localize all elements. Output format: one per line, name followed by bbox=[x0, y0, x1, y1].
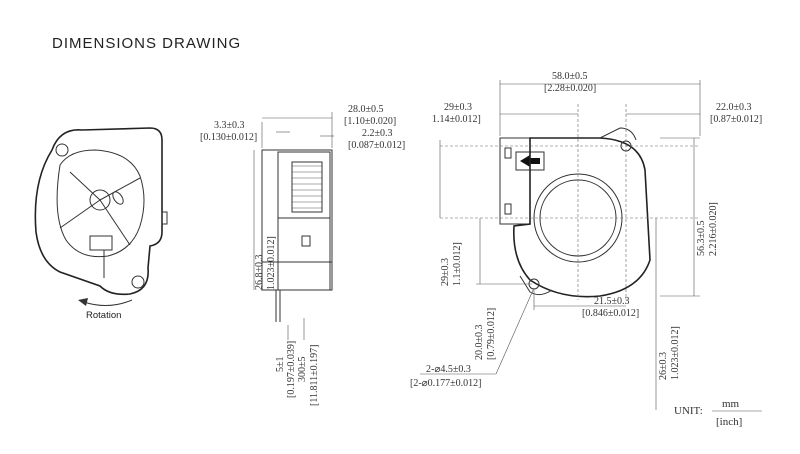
wire-a-dim: 5±1 bbox=[275, 357, 286, 373]
unit-numerator: mm bbox=[722, 398, 740, 410]
front-view: 58.0±0.5 [2.28±0.020] 29±0.3 1.14±0.012]… bbox=[410, 71, 762, 410]
side-tab-right-dim: 2.2±0.3 bbox=[362, 128, 393, 139]
wire-a-dim-inch: [0.197±0.039] bbox=[286, 341, 297, 398]
side-height-dim: 26.8±0.3 bbox=[254, 255, 265, 291]
hole-span-dim: 21.5±0.3 bbox=[594, 296, 630, 307]
side-width-dim: 28.0±0.5 bbox=[348, 104, 384, 115]
unit-denominator: [inch] bbox=[716, 416, 742, 428]
hole-x-dim: 22.0±0.3 bbox=[716, 102, 752, 113]
outline-view: Rotation bbox=[34, 127, 168, 321]
front-height-dim: 56.3±0.5 bbox=[696, 221, 707, 257]
front-width-dim: 58.0±0.5 bbox=[552, 71, 588, 82]
rotation-label: Rotation bbox=[86, 310, 121, 321]
side-tab-right-dim-inch: [0.087±0.012] bbox=[348, 140, 405, 151]
side-height-dim-inch: 1.023±0.012] bbox=[266, 236, 277, 290]
front-height-dim-inch: 2.216±0.020] bbox=[708, 202, 719, 256]
outlet-dim: 29±0.3 bbox=[444, 102, 472, 113]
side-tab-left-dim: 3.3±0.3 bbox=[214, 120, 245, 131]
rotation-arrow-icon bbox=[78, 298, 88, 306]
holes-dim-inch: [2-⌀0.177±0.012] bbox=[410, 378, 482, 389]
hole-bottom-dim-inch: 1.023±0.012] bbox=[670, 326, 681, 380]
outlet-height-dim: 29±0.3 bbox=[440, 258, 451, 286]
hole-y-dim-inch: [0.79±0.012] bbox=[486, 308, 497, 360]
unit-label: UNIT: bbox=[674, 405, 703, 417]
outlet-dim-inch: 1.14±0.012] bbox=[432, 114, 481, 125]
outlet-height-dim-inch: 1.1±0.012] bbox=[452, 242, 463, 286]
unit-legend: UNIT: mm [inch] bbox=[674, 398, 762, 428]
wire-b-dim-inch: [11.811±0.197] bbox=[309, 345, 320, 406]
side-tab-left-dim-inch: [0.130±0.012] bbox=[200, 132, 257, 143]
hole-y-dim: 20.0±0.3 bbox=[474, 325, 485, 361]
side-view: 28.0±0.5 [1.10±0.020] 3.3±0.3 [0.130±0.0… bbox=[200, 104, 405, 406]
side-width-dim-inch: [1.10±0.020] bbox=[344, 116, 396, 127]
front-width-dim-inch: [2.28±0.020] bbox=[544, 83, 596, 94]
holes-dim: 2-⌀4.5±0.3 bbox=[426, 364, 471, 375]
hole-span-dim-inch: [0.846±0.012] bbox=[582, 308, 639, 319]
page-title: DIMENSIONS DRAWING bbox=[52, 35, 241, 52]
hole-x-dim-inch: [0.87±0.012] bbox=[710, 114, 762, 125]
hole-bottom-dim: 26±0.3 bbox=[658, 352, 669, 380]
wire-b-dim: 300±5 bbox=[297, 357, 308, 383]
